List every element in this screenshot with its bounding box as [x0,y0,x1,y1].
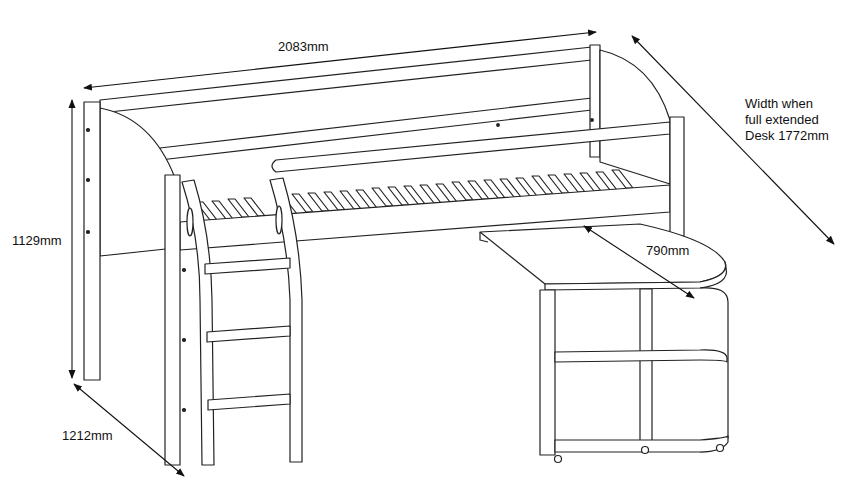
slat [292,194,313,212]
shelf-panel [640,289,652,445]
slat [436,184,457,202]
slat [484,180,505,198]
caster [717,445,724,452]
ladder-hole [276,206,282,234]
desk-top [480,224,726,284]
screw [497,124,500,127]
guard-rail [272,122,670,172]
screw [87,179,90,182]
back-rail [100,47,592,113]
slat [612,170,633,188]
end-panel [100,108,175,256]
slat [564,174,585,192]
ladder-hole [187,208,193,236]
ladder-rail [182,180,214,465]
slat [532,176,553,194]
dimension-label: 790mm [646,243,689,259]
caster [642,447,649,454]
slat [372,188,393,206]
ladder-rung [208,394,290,410]
ladder [182,178,302,465]
screw [591,119,594,122]
shelf-panel [540,290,555,455]
slat [228,199,249,217]
dimension-label: 2083mm [278,39,329,55]
slat [340,191,361,209]
screw [87,231,90,234]
desk-edge [480,232,488,242]
slat [324,192,345,210]
dimension-line [84,32,596,88]
shelf [555,350,727,362]
slat [356,190,377,208]
slat [452,182,473,200]
slat [468,181,489,199]
slat [516,178,537,196]
dimension-lines [72,32,834,476]
ladder-rung [205,258,290,274]
screw [183,339,186,342]
slat [212,201,233,219]
screw [183,269,186,272]
slat [388,187,409,205]
bed-post [84,102,100,380]
slat [548,175,569,193]
shelf-side [700,288,728,452]
screw [183,409,186,412]
dimension-line [71,100,72,378]
slat [500,179,521,197]
end-panel [600,50,670,184]
ladder-rail [270,178,302,462]
dimension-label: 1129mm [12,233,62,249]
bed-post [165,175,180,465]
slat [308,193,329,211]
slat [404,186,425,204]
dimension-line [632,36,834,244]
slat [420,185,441,203]
caster [555,456,562,463]
screw [87,129,90,132]
ladder-rung [207,326,290,342]
dimension-line [584,226,694,298]
dimension-label: Width when full extended Desk 1772mm [745,96,831,144]
slat [244,198,265,216]
desk-edge [545,262,726,290]
desk [480,224,728,463]
slat [596,172,617,190]
bed-post [670,117,684,247]
slat [580,173,601,191]
dimension-label: 1212mm [62,428,113,444]
